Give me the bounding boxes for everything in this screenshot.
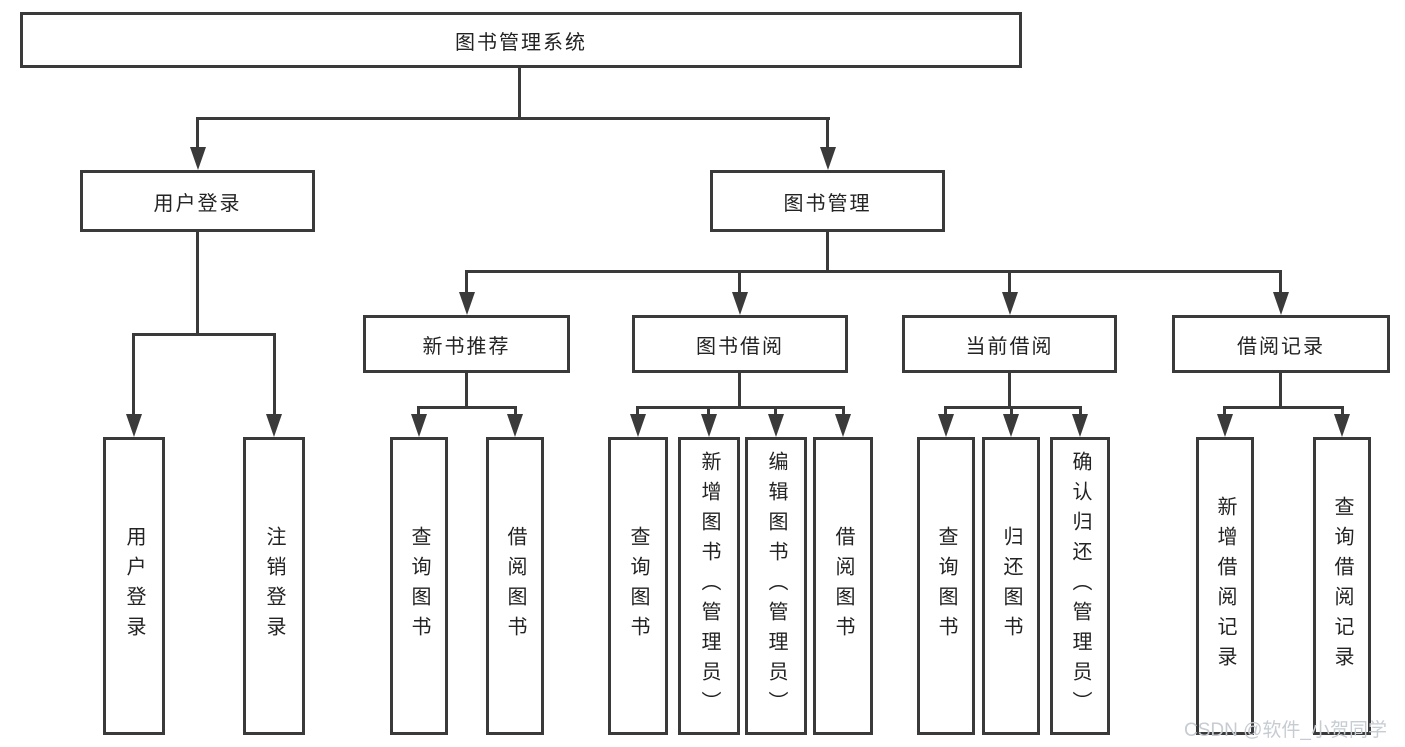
arrow-down-icon <box>266 414 282 437</box>
leaf-bb-query-books-label: 查询图书 <box>627 526 649 646</box>
arrow-down-icon <box>768 414 784 437</box>
connector-line <box>636 406 845 409</box>
leaf-cb-confirm-return-admin-label: 确认归还（管理员） <box>1069 451 1091 721</box>
connector-line <box>1341 406 1344 418</box>
connector-line <box>465 373 468 409</box>
leaf-bb-add-books-admin-label: 新增图书（管理员） <box>698 451 720 721</box>
node-root-label: 图书管理系统 <box>455 31 587 54</box>
leaf-nb-borrow-books: 借阅图书 <box>486 437 544 735</box>
arrow-down-icon <box>938 414 954 437</box>
connector-line <box>273 333 276 419</box>
arrow-down-icon <box>1003 414 1019 437</box>
connector-line <box>1223 406 1226 418</box>
leaf-br-query-borrow-record-label: 查询借阅记录 <box>1331 496 1353 676</box>
leaf-br-add-borrow-record: 新增借阅记录 <box>1196 437 1254 735</box>
connector-line <box>132 333 276 336</box>
connector-line <box>826 232 829 272</box>
connector-line <box>1223 406 1344 409</box>
leaf-br-query-borrow-record: 查询借阅记录 <box>1313 437 1371 735</box>
arrow-down-icon <box>126 414 142 437</box>
node-book-management-label: 图书管理 <box>783 192 872 215</box>
connector-line <box>514 406 517 418</box>
arrow-down-icon <box>1334 414 1350 437</box>
arrow-down-icon <box>411 414 427 437</box>
connector-line <box>636 406 639 418</box>
connector-line <box>1279 270 1282 298</box>
connector-line <box>1279 373 1282 409</box>
leaf-nb-query-books-label: 查询图书 <box>408 526 430 646</box>
connector-line <box>196 232 199 335</box>
leaf-cb-confirm-return-admin: 确认归还（管理员） <box>1050 437 1110 735</box>
node-user-login: 用户登录 <box>80 170 315 232</box>
arrow-down-icon <box>507 414 523 437</box>
node-current-borrow: 当前借阅 <box>902 315 1117 373</box>
connector-line <box>944 406 1082 409</box>
node-current-borrow-label: 当前借阅 <box>965 335 1054 358</box>
leaf-bb-borrow-books-label: 借阅图书 <box>832 526 854 646</box>
leaf-cb-query-books-label: 查询图书 <box>935 526 957 646</box>
arrow-down-icon <box>820 147 836 170</box>
connector-line <box>196 117 199 151</box>
watermark: CSDN @软件_小贺同学 <box>1184 720 1387 741</box>
node-user-login-label: 用户登录 <box>153 192 242 215</box>
connector-line <box>1008 373 1011 409</box>
node-new-book-recommend: 新书推荐 <box>363 315 570 373</box>
leaf-br-add-borrow-record-label: 新增借阅记录 <box>1214 496 1236 676</box>
leaf-bb-query-books: 查询图书 <box>608 437 668 735</box>
leaf-cb-query-books: 查询图书 <box>917 437 975 735</box>
leaf-cb-return-books: 归还图书 <box>982 437 1040 735</box>
connector-line <box>417 406 517 409</box>
connector-line <box>826 117 829 151</box>
node-book-borrow: 图书借阅 <box>632 315 848 373</box>
arrow-down-icon <box>835 414 851 437</box>
connector-line <box>1079 406 1082 418</box>
connector-line <box>196 117 830 120</box>
arrow-down-icon <box>459 292 475 315</box>
node-book-management: 图书管理 <box>710 170 945 232</box>
connector-line <box>842 406 845 418</box>
connector-line <box>1008 270 1011 298</box>
node-book-borrow-label: 图书借阅 <box>696 335 784 358</box>
connector-line <box>417 406 420 418</box>
leaf-bb-edit-books-admin: 编辑图书（管理员） <box>745 437 807 735</box>
node-new-book-recommend-label: 新书推荐 <box>422 335 511 358</box>
arrow-down-icon <box>1217 414 1233 437</box>
connector-line <box>518 67 521 118</box>
connector-line <box>738 373 741 409</box>
leaf-bb-add-books-admin: 新增图书（管理员） <box>678 437 740 735</box>
connector-line <box>465 270 1282 273</box>
connector-line <box>1010 406 1013 418</box>
connector-line <box>738 270 741 298</box>
connector-line <box>132 333 135 419</box>
connector-line <box>774 406 777 418</box>
connector-line <box>944 406 947 418</box>
arrow-down-icon <box>1072 414 1088 437</box>
connector-line <box>465 270 468 298</box>
leaf-bb-borrow-books: 借阅图书 <box>813 437 873 735</box>
arrow-down-icon <box>630 414 646 437</box>
arrow-down-icon <box>1273 292 1289 315</box>
arrow-down-icon <box>732 292 748 315</box>
node-borrow-records: 借阅记录 <box>1172 315 1390 373</box>
connector-line <box>707 406 710 418</box>
leaf-bb-edit-books-admin-label: 编辑图书（管理员） <box>765 451 787 721</box>
leaf-logout-label: 注销登录 <box>263 526 285 646</box>
arrow-down-icon <box>1002 292 1018 315</box>
leaf-logout: 注销登录 <box>243 437 305 735</box>
arrow-down-icon <box>701 414 717 437</box>
leaf-user-login-label: 用户登录 <box>123 526 145 646</box>
node-root: 图书管理系统 <box>20 12 1022 68</box>
leaf-nb-borrow-books-label: 借阅图书 <box>504 526 526 646</box>
node-borrow-records-label: 借阅记录 <box>1237 335 1325 358</box>
leaf-nb-query-books: 查询图书 <box>390 437 448 735</box>
leaf-cb-return-books-label: 归还图书 <box>1000 526 1022 646</box>
arrow-down-icon <box>190 147 206 170</box>
leaf-user-login: 用户登录 <box>103 437 165 735</box>
